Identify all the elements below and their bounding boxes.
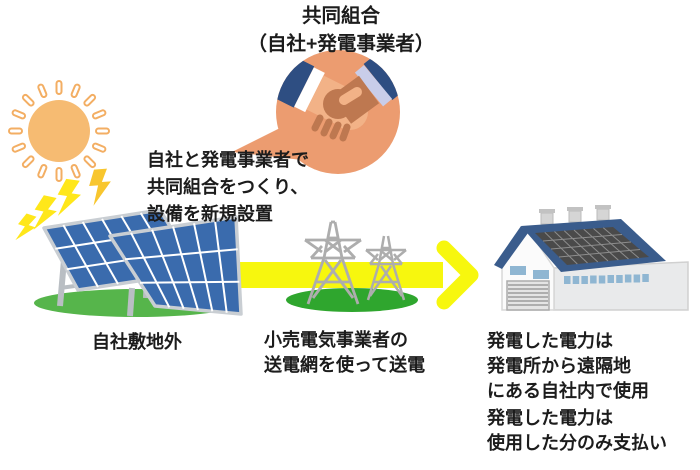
transmission-towers-icon (286, 220, 418, 312)
grass-mid (286, 288, 418, 312)
payment-label: 発電した電力は 使用した分のみ支払い (487, 408, 667, 453)
factory-building-icon (494, 205, 689, 311)
tower-left (304, 220, 362, 305)
transmission-label: 小売電気事業者の 送電網を使って送電 (264, 330, 426, 375)
sun-disc (28, 100, 90, 162)
sun-icon (8, 80, 110, 182)
handshake-icon (276, 50, 400, 142)
side-windows (564, 274, 649, 284)
usage-label: 発電した電力は 発電所から遠隔地 にある自社内で使用 (487, 331, 649, 401)
roof-left-slope (494, 226, 528, 269)
front-window (533, 270, 549, 279)
front-window (510, 266, 526, 275)
tower-right (365, 235, 407, 301)
panel-front (108, 215, 243, 316)
title-label: 共同組合 （自社+発電事業者） (247, 5, 435, 55)
setup-note-label: 自社と発電事業者で 共同組合をつくり、 設備を新規設置 (147, 150, 309, 224)
roof-vents (539, 205, 611, 225)
site-label: 自社敷地外 (92, 332, 182, 352)
shutter-door (506, 280, 550, 311)
roof-solar-panels (535, 227, 649, 265)
speech-bubble (232, 50, 400, 174)
solar-panel-array-icon (34, 208, 243, 317)
